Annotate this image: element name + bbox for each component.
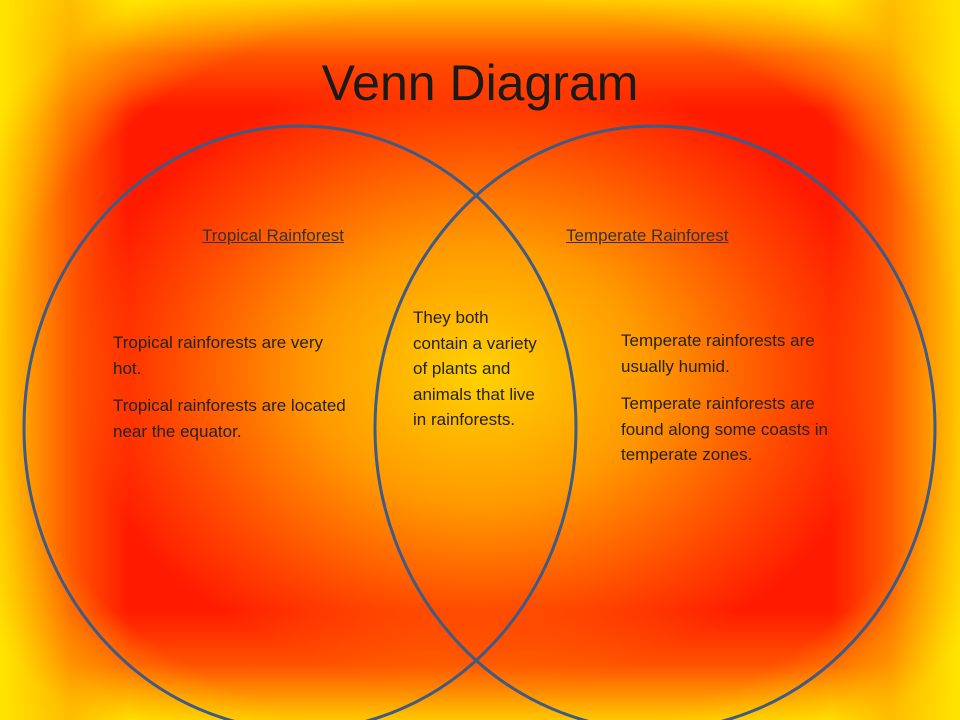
- right-set-label: Temperate Rainforest: [566, 226, 729, 245]
- right-set-facts: Temperate rainforests are usually humid.…: [621, 328, 846, 480]
- right-fact: Temperate rainforests are found along so…: [621, 394, 828, 464]
- venn-circle-left: [22, 124, 578, 720]
- left-set-label: Tropical Rainforest: [202, 226, 345, 245]
- left-fact: Tropical rainforests are located near th…: [113, 396, 346, 441]
- overlap-text-block: They both contain a variety of plants an…: [413, 305, 548, 445]
- venn-circle-right: [373, 124, 937, 720]
- slide-title: Venn Diagram: [321, 55, 639, 111]
- right-fact: Temperate rainforests are usually humid.: [621, 331, 815, 376]
- left-set-facts: Tropical rainforests are very hot. Tropi…: [113, 330, 348, 456]
- left-fact: Tropical rainforests are very hot.: [113, 333, 324, 378]
- overlap-fact: They both contain a variety of plants an…: [413, 308, 537, 429]
